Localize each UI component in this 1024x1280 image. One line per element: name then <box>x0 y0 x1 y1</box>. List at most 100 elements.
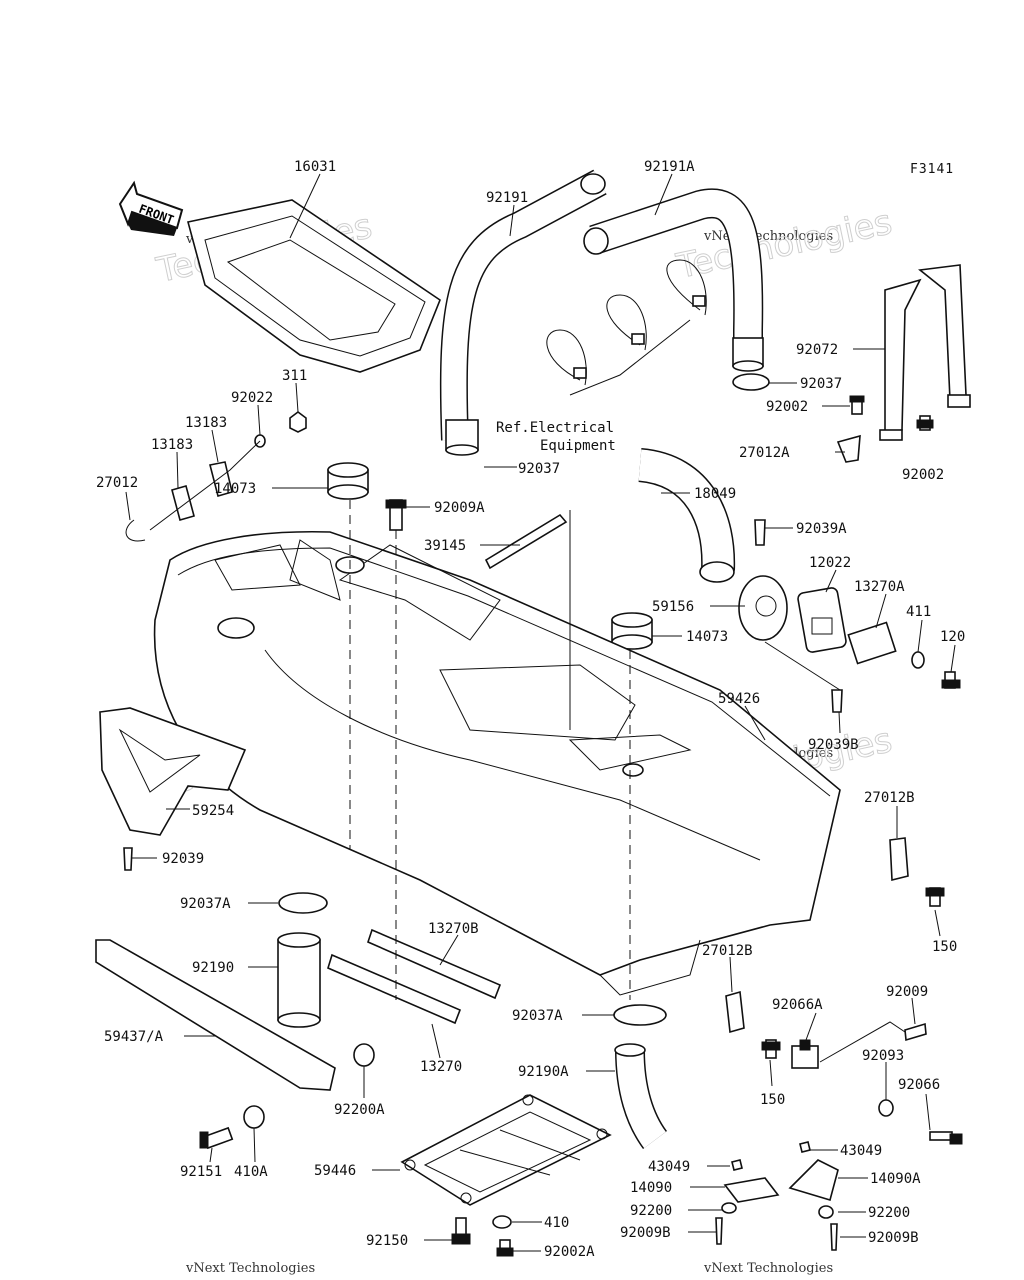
strip-13270B <box>367 928 502 1000</box>
screw-92009B-a <box>715 1217 723 1245</box>
plate-13183-b <box>171 485 195 521</box>
label-12022: 12022 <box>809 555 851 571</box>
figure-code: F3141 <box>910 162 954 177</box>
seat-tray-16031 <box>187 199 441 373</box>
hull-59426 <box>153 530 841 996</box>
label-18049: 18049 <box>694 486 736 502</box>
label-92190A: 92190A <box>518 1064 569 1080</box>
rail-59437A <box>95 939 336 1091</box>
label-150-a: 150 <box>932 939 957 955</box>
label-92037-upper: 92037 <box>800 376 842 392</box>
front-arrow-icon: FRONT <box>118 180 184 236</box>
label-13183-b: 13183 <box>151 437 193 453</box>
label-43049-b: 43049 <box>840 1143 882 1159</box>
watermark-brand-6: vNext Technologies <box>703 1261 833 1276</box>
bolt-150-a <box>925 887 945 907</box>
label-92039: 92039 <box>162 851 204 867</box>
label-14090A: 14090A <box>870 1171 921 1187</box>
label-14090: 14090 <box>630 1180 672 1196</box>
washer-411 <box>911 651 925 669</box>
label-92022: 92022 <box>231 390 273 406</box>
nut-311 <box>289 411 307 433</box>
washer-92200-a <box>721 1202 737 1214</box>
screw-92009B-b <box>830 1223 838 1251</box>
label-92191: 92191 <box>486 190 528 206</box>
washer-92200-b <box>818 1205 834 1219</box>
spacer-92200A <box>353 1043 375 1067</box>
label-92200-b: 92200 <box>868 1205 910 1221</box>
label-14073-b: 14073 <box>686 629 728 645</box>
label-92039A: 92039A <box>796 521 847 537</box>
pin-92039A <box>754 519 766 546</box>
bolt-92002A <box>496 1239 514 1257</box>
label-92002-a: 92002 <box>766 399 808 415</box>
washer-410 <box>492 1215 512 1229</box>
label-92093: 92093 <box>862 1048 904 1064</box>
strip-13270 <box>327 953 462 1025</box>
label-311: 311 <box>282 368 307 384</box>
leader-lines <box>125 173 956 1252</box>
label-411: 411 <box>906 604 931 620</box>
nut-43049-a <box>731 1159 743 1171</box>
label-92009A: 92009A <box>434 500 485 516</box>
label-13270A: 13270A <box>854 579 905 595</box>
tube-92190 <box>277 932 321 1028</box>
label-92009B-b: 92009B <box>868 1230 919 1246</box>
label-92200A: 92200A <box>334 1102 385 1118</box>
vent-59254 <box>99 707 247 836</box>
clamp-92037A-a <box>278 892 328 914</box>
bolt-120 <box>941 671 961 689</box>
strip-39145 <box>484 513 568 570</box>
ref-note-line-2: Equipment <box>540 438 616 454</box>
valve-92066A <box>791 1039 819 1069</box>
label-59437A: 59437/A <box>104 1029 164 1045</box>
label-43049-a: 43049 <box>648 1159 690 1175</box>
clamp-92037-upper <box>732 373 770 391</box>
label-92066A: 92066A <box>772 997 823 1013</box>
plate-13183-a <box>209 461 233 497</box>
bolt-92009A <box>385 499 407 531</box>
cap-14073-b <box>611 612 653 650</box>
label-13270: 13270 <box>420 1059 462 1075</box>
label-410A: 410A <box>234 1164 268 1180</box>
clip-27012 <box>125 519 146 542</box>
label-13183-a: 13183 <box>185 415 227 431</box>
label-59254: 59254 <box>192 803 234 819</box>
label-92037-mid: 92037 <box>518 461 560 477</box>
label-92151: 92151 <box>180 1164 222 1180</box>
washer-410A <box>243 1105 265 1129</box>
label-92190: 92190 <box>192 960 234 976</box>
plate-14090 <box>723 1177 780 1203</box>
plate-14090A <box>788 1159 839 1202</box>
drain-92066 <box>929 1131 963 1145</box>
label-92039B: 92039B <box>808 737 859 753</box>
grate-59446 <box>400 1094 612 1206</box>
hose-92191 <box>439 169 607 456</box>
label-92037A-a: 92037A <box>180 896 231 912</box>
label-92009: 92009 <box>886 984 928 1000</box>
watermark-brand-5: vNext Technologies <box>185 1261 315 1276</box>
label-92009B-a: 92009B <box>620 1225 671 1241</box>
label-150-b: 150 <box>760 1092 785 1108</box>
label-410: 410 <box>544 1215 569 1231</box>
bolt-150-b <box>761 1039 781 1059</box>
label-92191A: 92191A <box>644 159 695 175</box>
tube-92190A <box>614 1043 668 1149</box>
pin-92039B <box>831 689 843 713</box>
pin-92039 <box>123 847 133 871</box>
bolt-92002-a <box>849 395 865 415</box>
alignment-lines <box>349 500 631 1000</box>
screw-92009 <box>904 1022 927 1042</box>
washer-92093 <box>878 1099 894 1117</box>
label-92066: 92066 <box>898 1077 940 1093</box>
label-92037A-b: 92037A <box>512 1008 563 1024</box>
bolt-92151 <box>199 1126 234 1150</box>
bracket-92072 <box>879 264 971 441</box>
plate-13270A <box>847 621 897 665</box>
label-27012A: 27012A <box>739 445 790 461</box>
bracket-27012B-b <box>725 990 745 1034</box>
flange-59156 <box>738 575 788 641</box>
label-92150: 92150 <box>366 1233 408 1249</box>
bolt-92002-b <box>916 415 934 431</box>
